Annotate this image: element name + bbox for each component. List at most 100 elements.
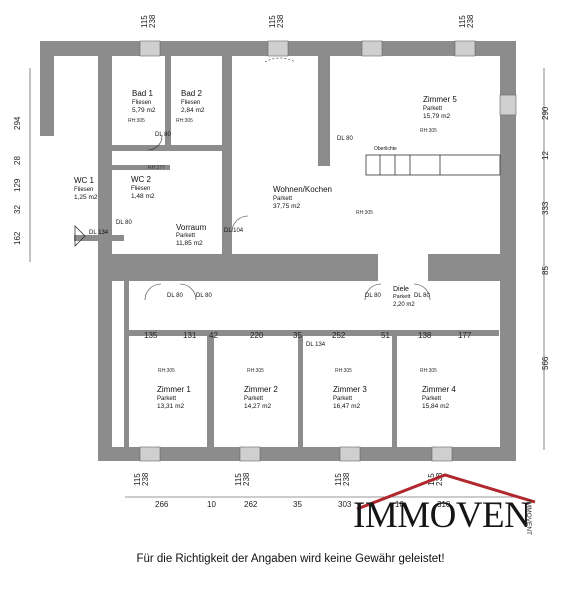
floors xyxy=(56,56,500,447)
svg-text:35: 35 xyxy=(293,500,302,509)
svg-text:Parkett: Parkett xyxy=(157,396,176,402)
svg-text:DL 80: DL 80 xyxy=(414,293,430,299)
svg-text:RH:277: RH:277 xyxy=(148,165,165,171)
svg-text:RH:305: RH:305 xyxy=(247,368,264,374)
svg-text:RH:305: RH:305 xyxy=(420,128,437,134)
svg-text:RH:305: RH:305 xyxy=(335,368,352,374)
svg-text:DL 80: DL 80 xyxy=(365,293,381,299)
svg-text:129: 129 xyxy=(13,178,22,192)
svg-text:Vorraum: Vorraum xyxy=(176,223,207,232)
svg-text:85: 85 xyxy=(541,266,550,275)
svg-text:5,79 m2: 5,79 m2 xyxy=(132,107,156,114)
svg-text:32: 32 xyxy=(13,205,22,214)
brand-logo: IMMOVEN xyxy=(353,495,531,536)
svg-text:DL 80: DL 80 xyxy=(155,132,171,138)
svg-text:28: 28 xyxy=(13,156,22,165)
svg-text:135: 135 xyxy=(144,331,158,340)
svg-text:35: 35 xyxy=(293,331,302,340)
svg-text:566: 566 xyxy=(541,356,550,370)
svg-text:11,85 m2: 11,85 m2 xyxy=(176,240,203,247)
svg-text:238: 238 xyxy=(276,14,285,28)
svg-text:252: 252 xyxy=(332,331,346,340)
svg-text:Parkett: Parkett xyxy=(176,233,195,239)
svg-text:DL 80: DL 80 xyxy=(196,293,212,299)
svg-text:15,84 m2: 15,84 m2 xyxy=(422,403,449,410)
svg-text:290: 290 xyxy=(541,106,550,120)
svg-text:115: 115 xyxy=(458,15,467,28)
door-swings xyxy=(144,57,431,301)
svg-text:10: 10 xyxy=(395,500,404,509)
svg-text:DL 134: DL 134 xyxy=(89,230,109,236)
svg-text:115: 115 xyxy=(133,473,142,486)
svg-text:DL 80: DL 80 xyxy=(116,220,132,226)
svg-text:115: 115 xyxy=(234,473,243,486)
brand-tag: IMMOVENT xyxy=(525,500,532,536)
svg-text:WC 1: WC 1 xyxy=(74,176,95,185)
svg-text:Fliesen: Fliesen xyxy=(132,100,151,106)
svg-text:Fliesen: Fliesen xyxy=(74,187,93,193)
svg-text:Parkett: Parkett xyxy=(273,196,292,202)
svg-text:12: 12 xyxy=(541,151,550,160)
svg-text:Diele: Diele xyxy=(393,286,409,293)
svg-text:RH:305: RH:305 xyxy=(176,118,193,124)
svg-text:DL 80: DL 80 xyxy=(167,293,183,299)
svg-text:10: 10 xyxy=(207,500,216,509)
svg-text:1,48 m2: 1,48 m2 xyxy=(131,193,155,200)
svg-text:Parkett: Parkett xyxy=(393,294,411,300)
svg-text:42: 42 xyxy=(209,331,218,340)
svg-text:DL 104: DL 104 xyxy=(224,228,244,234)
svg-text:Parkett: Parkett xyxy=(423,106,442,112)
svg-text:DL 80: DL 80 xyxy=(337,136,353,142)
svg-text:16,47 m2: 16,47 m2 xyxy=(333,403,360,410)
svg-text:Oberlichte: Oberlichte xyxy=(374,146,397,152)
kitchen-counter xyxy=(365,154,501,176)
svg-text:2,84 m2: 2,84 m2 xyxy=(181,107,205,114)
svg-text:RH:305: RH:305 xyxy=(420,368,437,374)
svg-text:Zimmer 5: Zimmer 5 xyxy=(423,95,457,104)
disclaimer: Für die Richtigkeit der Angaben wird kei… xyxy=(136,553,445,565)
svg-text:138: 138 xyxy=(418,331,432,340)
svg-text:Bad 2: Bad 2 xyxy=(181,89,202,98)
svg-text:294: 294 xyxy=(13,116,22,130)
svg-text:Zimmer 1: Zimmer 1 xyxy=(157,385,191,394)
svg-text:DL 134: DL 134 xyxy=(306,342,326,348)
svg-text:238: 238 xyxy=(466,14,475,28)
windows xyxy=(139,40,517,462)
svg-text:Parkett: Parkett xyxy=(422,396,441,402)
svg-text:115: 115 xyxy=(268,15,277,28)
svg-text:238: 238 xyxy=(435,472,444,486)
svg-text:37,75 m2: 37,75 m2 xyxy=(273,203,300,210)
roof-logo-mark xyxy=(356,473,536,511)
svg-text:Wohnen/Kochen: Wohnen/Kochen xyxy=(273,185,332,194)
svg-text:238: 238 xyxy=(242,472,251,486)
entrance-arrow-icon xyxy=(74,225,86,247)
svg-text:333: 333 xyxy=(541,201,550,215)
svg-text:303: 303 xyxy=(338,500,352,509)
svg-text:Zimmer 3: Zimmer 3 xyxy=(333,385,367,394)
svg-text:WC 2: WC 2 xyxy=(131,175,152,184)
svg-text:Bad 1: Bad 1 xyxy=(132,89,153,98)
svg-text:RH:305: RH:305 xyxy=(158,368,175,374)
svg-text:2,20 m2: 2,20 m2 xyxy=(393,302,415,308)
svg-text:15,79 m2: 15,79 m2 xyxy=(423,113,450,120)
svg-text:Zimmer 4: Zimmer 4 xyxy=(422,385,456,394)
svg-text:RH:305: RH:305 xyxy=(128,118,145,124)
svg-text:266: 266 xyxy=(155,500,169,509)
svg-text:Zimmer 2: Zimmer 2 xyxy=(244,385,278,394)
svg-text:Fliesen: Fliesen xyxy=(181,100,200,106)
svg-text:310: 310 xyxy=(437,500,451,509)
svg-text:238: 238 xyxy=(342,472,351,486)
svg-text:238: 238 xyxy=(141,472,150,486)
